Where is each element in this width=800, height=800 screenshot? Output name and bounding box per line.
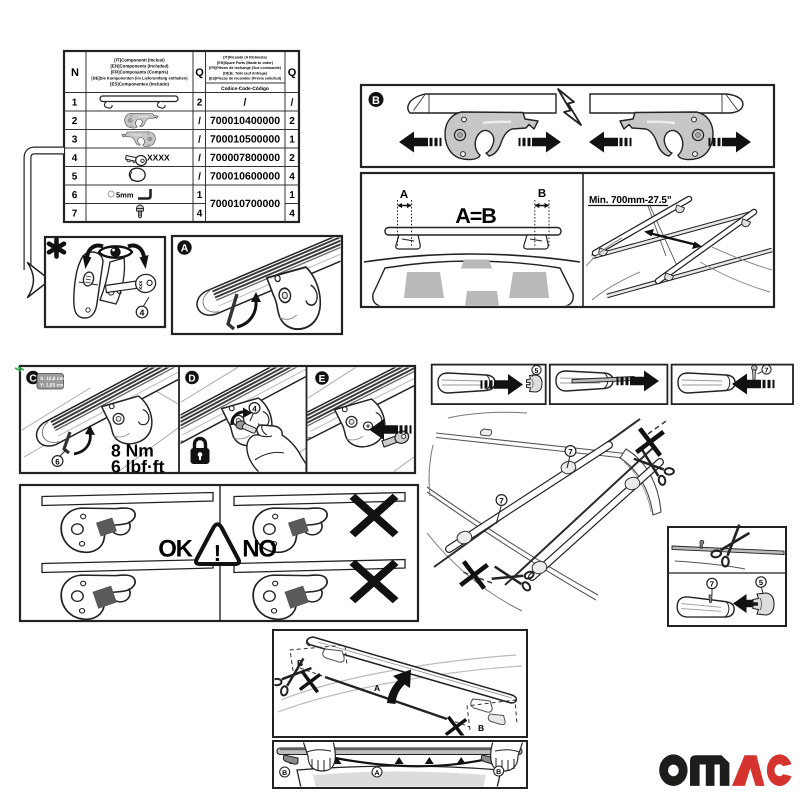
svg-text:/: / bbox=[291, 98, 294, 109]
svg-text:B: B bbox=[282, 770, 287, 777]
svg-text:6: 6 bbox=[72, 190, 78, 201]
svg-text:/: / bbox=[198, 116, 201, 127]
svg-text:/: / bbox=[198, 153, 201, 164]
svg-text:D: D bbox=[188, 374, 195, 385]
svg-text:OK: OK bbox=[158, 536, 193, 563]
svg-text:6: 6 bbox=[55, 457, 60, 466]
svg-text:XXX: XXX bbox=[138, 281, 143, 290]
svg-text:1: 1 bbox=[289, 135, 295, 146]
svg-text:Q: Q bbox=[288, 67, 297, 79]
svg-text:2: 2 bbox=[197, 98, 203, 109]
svg-text:1: 1 bbox=[289, 190, 295, 201]
svg-text:NO: NO bbox=[242, 536, 276, 563]
svg-text:2: 2 bbox=[289, 116, 295, 127]
svg-text:C: C bbox=[29, 374, 36, 385]
svg-text:7: 7 bbox=[710, 580, 714, 589]
svg-text:1: 1 bbox=[197, 190, 203, 201]
svg-text:[IT]Ricambi (A Richiesta): [IT]Ricambi (A Richiesta) bbox=[223, 56, 267, 60]
svg-text:7: 7 bbox=[499, 496, 504, 505]
svg-text:4: 4 bbox=[289, 172, 295, 183]
svg-text:Codice-Code-Código: Codice-Code-Código bbox=[221, 86, 269, 92]
svg-text:700010600000: 700010600000 bbox=[210, 171, 280, 183]
svg-text:2: 2 bbox=[72, 116, 78, 127]
svg-text:2: 2 bbox=[289, 153, 295, 164]
svg-text:Min. 700mm-27.5”: Min. 700mm-27.5” bbox=[589, 195, 672, 206]
svg-text:[EN]Components (Included): [EN]Components (Included) bbox=[110, 64, 169, 69]
svg-text:3: 3 bbox=[72, 135, 78, 146]
svg-text:B: B bbox=[372, 95, 380, 107]
svg-text:[DE]Die Komponenten (im Liefer: [DE]Die Komponenten (im Lieferumfang ent… bbox=[91, 76, 188, 81]
svg-text:E: E bbox=[319, 374, 326, 385]
svg-text:[ES]Piezas de recambio (Previa: [ES]Piezas de recambio (Previa solicitud… bbox=[209, 77, 282, 81]
svg-text:7: 7 bbox=[72, 209, 78, 220]
svg-text:7: 7 bbox=[765, 368, 769, 375]
svg-text:B: B bbox=[478, 723, 484, 733]
svg-text:4: 4 bbox=[252, 404, 257, 413]
svg-text:N: N bbox=[71, 67, 79, 79]
svg-text:A: A bbox=[374, 770, 379, 777]
svg-text:700010700000: 700010700000 bbox=[210, 198, 280, 210]
svg-text:[FR]Composants (Compris): [FR]Composants (Compris) bbox=[111, 70, 169, 75]
svg-text:A=B: A=B bbox=[455, 204, 496, 228]
svg-text:B: B bbox=[538, 188, 546, 200]
svg-text:4: 4 bbox=[197, 209, 203, 220]
svg-text:B: B bbox=[496, 769, 501, 776]
svg-text:[ES]Componentes (Incluido): [ES]Componentes (Incluido) bbox=[110, 82, 170, 87]
svg-text:!: ! bbox=[214, 540, 222, 566]
svg-text:5: 5 bbox=[72, 172, 78, 183]
svg-text:700010400000: 700010400000 bbox=[210, 115, 280, 127]
svg-text:[IT]Componenti (Inclusi): [IT]Componenti (Inclusi) bbox=[114, 58, 165, 63]
svg-text:A: A bbox=[181, 243, 189, 255]
svg-text:XXXX: XXXX bbox=[147, 153, 170, 163]
svg-text:A: A bbox=[374, 683, 380, 693]
svg-text:Q: Q bbox=[195, 67, 204, 79]
svg-text:5mm: 5mm bbox=[116, 191, 134, 200]
svg-text:4: 4 bbox=[72, 153, 78, 164]
svg-text:7: 7 bbox=[568, 447, 573, 456]
svg-text:1: 1 bbox=[72, 98, 78, 109]
svg-text:X: 15,8 cm: X: 15,8 cm bbox=[40, 376, 64, 382]
svg-text:5: 5 bbox=[759, 578, 763, 587]
svg-text:4: 4 bbox=[289, 209, 295, 220]
svg-text:Y: 1,03 cm: Y: 1,03 cm bbox=[40, 382, 63, 388]
svg-text:[DE]E. Teile (auf Anfrage): [DE]E. Teile (auf Anfrage) bbox=[223, 71, 268, 75]
svg-text:4: 4 bbox=[140, 308, 145, 318]
svg-text:[FR]Pièces de rechange (Sur co: [FR]Pièces de rechange (Sur commande) bbox=[209, 66, 282, 70]
svg-text:/: / bbox=[198, 172, 201, 183]
svg-text:700007800000: 700007800000 bbox=[210, 152, 280, 164]
svg-text:[EN]Spare Parts (Made to order: [EN]Spare Parts (Made to order) bbox=[217, 61, 274, 65]
svg-text:/: / bbox=[244, 97, 247, 109]
svg-text:5: 5 bbox=[535, 368, 539, 375]
svg-text:6 lbf·ft: 6 lbf·ft bbox=[111, 457, 165, 477]
svg-text:/: / bbox=[198, 135, 201, 146]
svg-text:8 Nm: 8 Nm bbox=[111, 441, 154, 461]
svg-text:700010500000: 700010500000 bbox=[210, 134, 280, 146]
svg-text:A: A bbox=[400, 189, 408, 201]
